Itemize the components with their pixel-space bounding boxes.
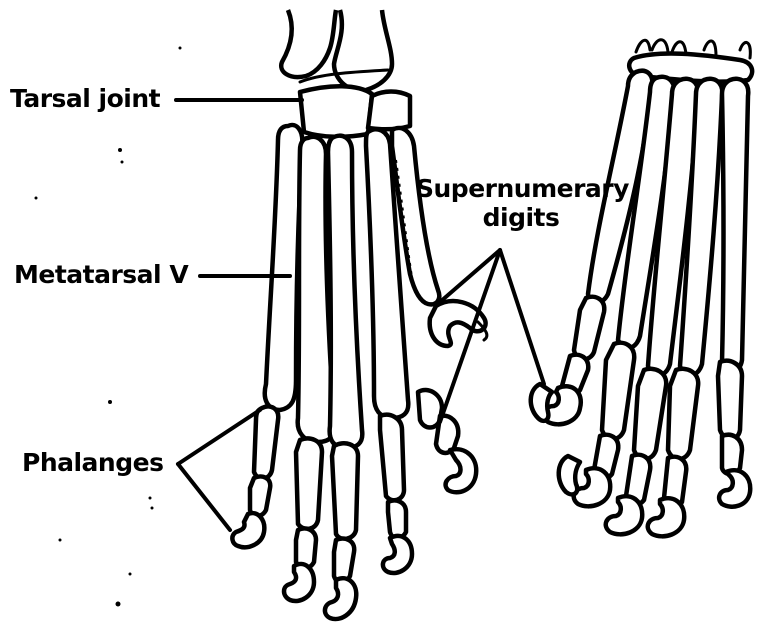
leader-lines	[176, 100, 544, 530]
left-metatarsal-iii	[328, 136, 362, 448]
right-phalanx-c-1	[668, 369, 698, 459]
left-tarsal-2	[368, 92, 410, 130]
right-claw-b	[606, 496, 642, 534]
metatarsal-v-label: Metatarsal V	[14, 262, 188, 287]
supernumerary-label-line2: digits	[416, 205, 626, 230]
right-phalanx-d-1	[718, 361, 742, 439]
left-supernumerary-claw-upper	[430, 301, 486, 346]
right-supernumerary-phalanx-1	[574, 297, 604, 360]
right-claw-c	[648, 498, 684, 536]
right-claw-a2	[559, 456, 580, 494]
left-claw-iii	[325, 578, 356, 619]
scan-specks	[35, 47, 182, 607]
left-phalanx-v-1	[254, 407, 278, 479]
left-claw-v	[232, 513, 264, 547]
left-phalanx-v-2	[250, 476, 270, 516]
supernumerary-digits-label: Supernumerary digits	[416, 176, 626, 230]
supernumerary-label-line1: Supernumerary	[416, 176, 626, 201]
right-claw-d	[719, 470, 750, 506]
left-fibula-stub	[334, 10, 392, 91]
left-tibia-stub	[281, 10, 336, 77]
left-supernumerary-claw-lower	[446, 449, 477, 492]
left-phalanx-iii-2	[334, 539, 354, 583]
left-tarsal-1	[300, 86, 372, 137]
left-claw-ii	[383, 536, 412, 573]
phalanges-leader-upper	[178, 410, 260, 464]
right-phalanx-a-1	[602, 343, 634, 439]
supernumerary-leader-right	[500, 250, 544, 384]
right-supernumerary-claw-2	[531, 384, 552, 421]
right-metatarsal-d	[722, 79, 748, 372]
left-phalanx-ii-1	[380, 415, 404, 500]
right-foot	[531, 40, 752, 537]
left-claw-iv	[284, 564, 314, 601]
left-phalanx-ii-2	[388, 500, 406, 538]
phalanges-leader-lower	[178, 464, 230, 530]
tarsal-joint-label: Tarsal joint	[10, 86, 160, 111]
right-phalanx-b-1	[634, 369, 666, 459]
phalanges-label: Phalanges	[22, 450, 163, 475]
left-phalanx-iii-1	[332, 443, 358, 539]
left-phalanx-iv-1	[296, 439, 322, 529]
